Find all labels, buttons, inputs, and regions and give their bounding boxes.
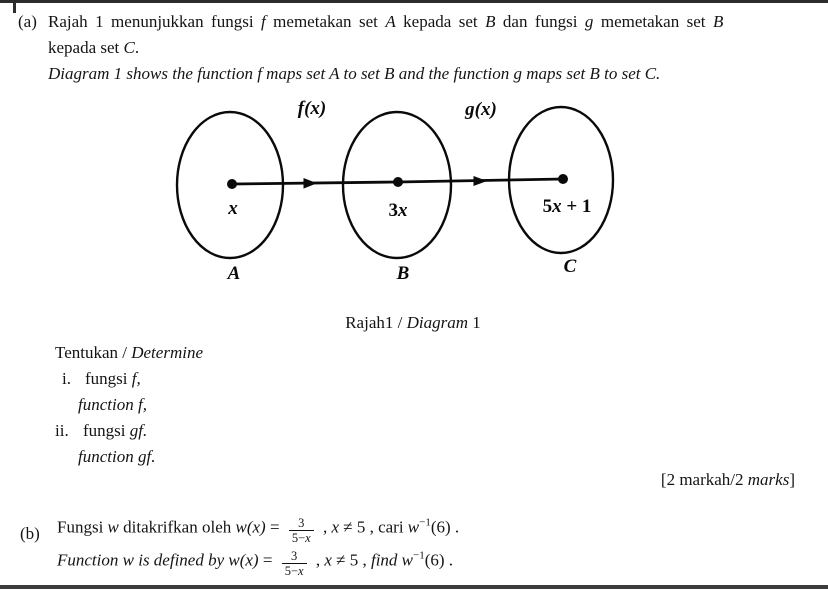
text-segment: ≠ 5 ,: [331, 550, 371, 570]
item-ii-text: fungsi gf.: [83, 418, 147, 444]
element-3x-dot: [393, 177, 403, 187]
math-w-of-x: w(x): [235, 517, 266, 537]
set-a-ellipse: [175, 110, 285, 260]
text-segment: dan fungsi: [495, 12, 585, 31]
part-a-marker: (a): [18, 12, 37, 31]
determine-heading: Tentukan / Determine: [55, 340, 203, 366]
fraction-denominator: 5−x: [288, 530, 314, 545]
set-a-label: A: [227, 263, 241, 284]
inverse-exponent: −1: [419, 516, 431, 529]
element-5x1-dot: [558, 174, 568, 184]
var-w-inverse: w: [401, 550, 414, 570]
text-segment: Function w is defined by: [57, 550, 229, 570]
item-i-marker: i.: [62, 369, 71, 388]
var-x: x: [331, 517, 339, 537]
var-C: C: [123, 38, 135, 57]
item-i-text: fungsi f,: [85, 366, 141, 392]
part-a-line3-english: Diagram 1 shows the function f maps set …: [48, 64, 661, 83]
determine-malay: Tentukan /: [55, 343, 132, 362]
set-c-label: C: [564, 256, 577, 277]
text-segment: fungsi: [85, 369, 132, 388]
equals-sign: =: [265, 517, 284, 537]
text-segment: Fungsi: [57, 517, 108, 537]
caption-malay: Rajah1 /: [345, 313, 407, 332]
item-ii-marker: ii.: [55, 421, 69, 440]
top-left-border-tick: [13, 0, 16, 13]
var-B: B: [712, 12, 724, 31]
text-segment: ,: [311, 550, 325, 570]
item-i-english: function f,: [78, 395, 147, 414]
fraction-numerator: 3: [298, 516, 305, 530]
marks-suffix: ]: [789, 470, 795, 489]
var-gf: gf.: [129, 421, 148, 440]
g-of-x-label: g(x): [464, 99, 497, 120]
set-b-label: B: [396, 263, 410, 284]
inverse-exponent: −1: [413, 549, 425, 562]
text-segment: (6) .: [424, 550, 454, 570]
equals-sign: =: [258, 550, 277, 570]
text-segment: find: [370, 550, 402, 570]
arrow-g-head: [473, 176, 487, 186]
marks-english: marks: [747, 470, 790, 489]
text-segment: kepada set: [48, 38, 124, 57]
item-ii-english: function gf.: [78, 447, 156, 466]
text-segment: memetakan set: [265, 12, 386, 31]
set-b-ellipse: [341, 110, 453, 260]
text-segment: fungsi: [83, 421, 130, 440]
element-x-label: x: [227, 198, 238, 219]
arrow-f-head: [303, 178, 317, 189]
diagram-caption: Rajah1 / Diagram 1: [283, 310, 543, 336]
var-f: f: [261, 12, 266, 31]
caption-english: Diagram: [406, 313, 469, 332]
var-w: w: [107, 517, 119, 537]
marks-prefix: [2 markah/2: [660, 470, 748, 489]
top-border-rule: [0, 0, 828, 3]
var-x: x: [324, 550, 332, 570]
caption-number: 1: [468, 313, 481, 332]
element-x-dot: [227, 179, 237, 189]
element-5x1-label: 5x + 1: [543, 196, 592, 217]
var-f: f,: [131, 369, 141, 388]
text-segment: kepada set: [395, 12, 486, 31]
text-segment: ≠ 5 , cari: [338, 517, 408, 537]
var-B: B: [485, 12, 496, 31]
math-w-of-x: w(x): [228, 550, 259, 570]
part-a-line1: Rajah 1 menunjukkan fungsi f memetakan s…: [48, 9, 798, 35]
marks-allocation: [2 markah/2 marks]: [600, 467, 795, 493]
bottom-border-rule: [0, 585, 828, 589]
text-segment: Rajah 1 menunjukkan fungsi: [48, 12, 261, 31]
determine-english: Determine: [131, 343, 203, 362]
function-mapping-diagram: f(x) g(x) x 3x 5x + 1 A B C: [175, 98, 615, 284]
text-segment: ditakrifkan oleh: [118, 517, 236, 537]
element-3x-label: 3x: [389, 200, 409, 221]
fraction-denominator: 5−x: [281, 563, 307, 578]
text-segment: .: [134, 38, 140, 57]
part-a-line2: kepada set C.: [48, 35, 139, 61]
text-segment: memetakan set: [593, 12, 713, 31]
text-segment: ,: [318, 517, 332, 537]
fraction-numerator: 3: [291, 549, 298, 563]
var-w-inverse: w: [407, 517, 420, 537]
text-segment: (6) .: [430, 517, 460, 537]
var-A: A: [385, 12, 396, 31]
part-b-marker: (b): [20, 524, 40, 543]
var-g: g: [584, 12, 594, 31]
f-of-x-label: f(x): [298, 98, 326, 119]
